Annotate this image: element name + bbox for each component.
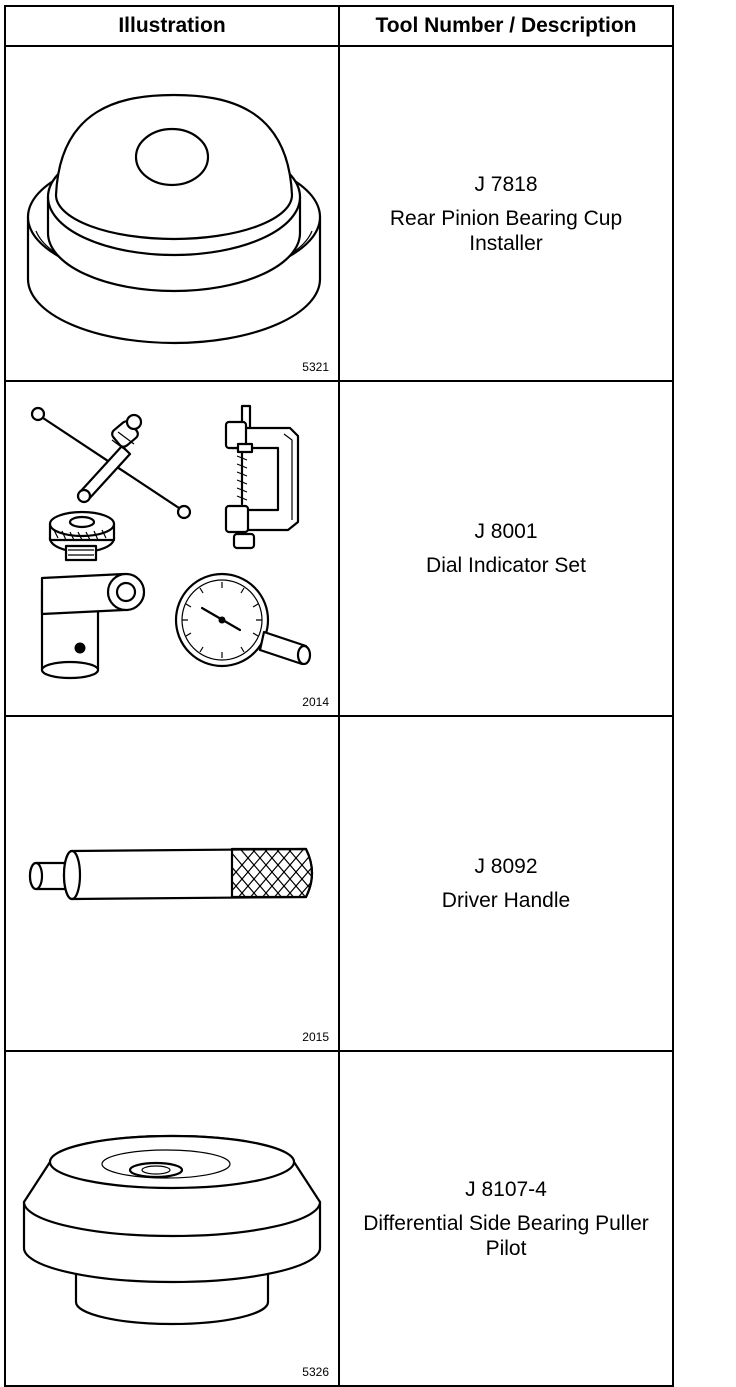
tool-description: Differential Side Bearing Puller Pilot	[363, 1211, 649, 1260]
illustration-cell: 5326	[4, 1050, 340, 1387]
puller-pilot-icon	[22, 1134, 322, 1326]
figure-number: 2014	[302, 695, 329, 709]
tool-table: Illustration Tool Number / Description 5…	[4, 5, 674, 1387]
table-row: 2015 J 8092 Driver Handle	[4, 715, 674, 1052]
description-cell: J 8092 Driver Handle	[338, 715, 674, 1052]
header-row: Illustration Tool Number / Description	[4, 5, 674, 47]
illustration-cell: 2014	[4, 380, 340, 717]
dial-indicator-set-icon	[30, 404, 312, 680]
driver-handle-icon	[28, 847, 314, 901]
table-row: 2014 J 8001 Dial Indicator Set	[4, 380, 674, 717]
description-cell: J 8001 Dial Indicator Set	[338, 380, 674, 717]
tool-description: Rear Pinion Bearing Cup Installer	[389, 206, 623, 255]
description-cell: J 7818 Rear Pinion Bearing Cup Installer	[338, 45, 674, 382]
illustration-header: Illustration	[4, 5, 340, 47]
tool-number: J 7818	[474, 172, 538, 196]
tool-description: Driver Handle	[441, 889, 571, 912]
figure-number: 2015	[302, 1030, 329, 1044]
bearing-cup-installer-icon	[26, 93, 322, 345]
tool-number: J 8107-4	[465, 1177, 547, 1201]
tool-number-description-header: Tool Number / Description	[338, 5, 674, 47]
tool-number: J 8001	[474, 520, 538, 543]
tool-description: Dial Indicator Set	[426, 554, 586, 577]
illustration-cell: 2015	[4, 715, 340, 1052]
tool-number: J 8092	[474, 855, 538, 878]
table-row: 5321 J 7818 Rear Pinion Bearing Cup Inst…	[4, 45, 674, 382]
description-cell: J 8107-4 Differential Side Bearing Pulle…	[338, 1050, 674, 1387]
table-row: 5326 J 8107-4 Differential Side Bearing …	[4, 1050, 674, 1387]
figure-number: 5326	[302, 1365, 329, 1379]
figure-number: 5321	[302, 360, 329, 374]
illustration-cell: 5321	[4, 45, 340, 382]
